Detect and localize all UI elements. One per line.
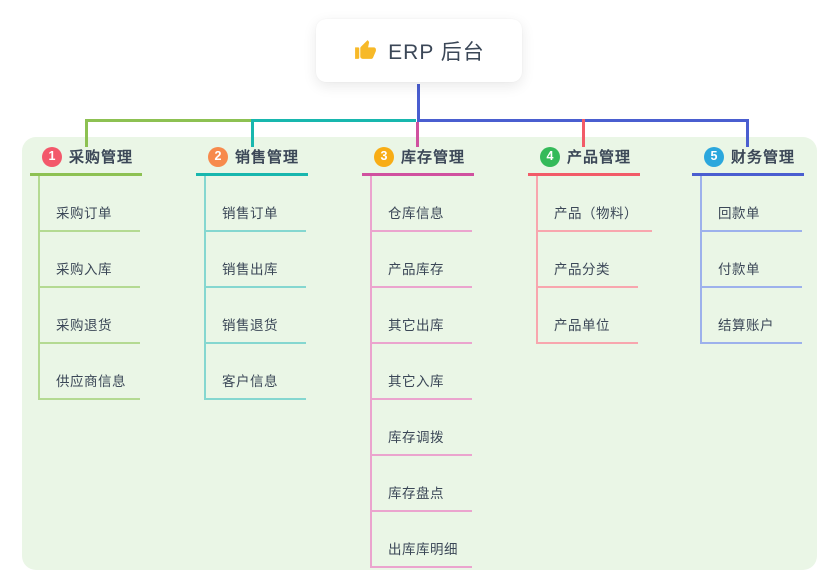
branch-label: 库存管理 xyxy=(401,149,466,166)
child-node[interactable]: 采购订单 xyxy=(40,176,140,232)
branch-number-badge: 1 xyxy=(42,146,62,167)
branch-3: 3 库存管理仓库信息产品库存其它出库其它入库库存调拨库存盘点出库库明细 xyxy=(362,146,474,568)
child-node[interactable]: 其它出库 xyxy=(372,288,472,344)
child-node[interactable]: 产品分类 xyxy=(538,232,638,288)
branch-node-4[interactable]: 4 产品管理 xyxy=(528,146,640,176)
bus-segment xyxy=(85,119,251,122)
child-node[interactable]: 付款单 xyxy=(702,232,802,288)
branch-number-badge: 2 xyxy=(208,146,228,167)
branch-drop-line xyxy=(582,119,585,147)
child-node[interactable]: 产品（物料） xyxy=(538,176,652,232)
branch-label: 产品管理 xyxy=(567,149,632,166)
child-node[interactable]: 采购退货 xyxy=(40,288,140,344)
root-node-label: ERP 后台 xyxy=(388,40,485,64)
child-node[interactable]: 回款单 xyxy=(702,176,802,232)
child-node[interactable]: 仓库信息 xyxy=(372,176,472,232)
branch-number-badge: 3 xyxy=(374,146,394,167)
branch-node-3[interactable]: 3 库存管理 xyxy=(362,146,474,176)
child-node[interactable]: 销售退货 xyxy=(206,288,306,344)
branch-label: 财务管理 xyxy=(731,149,796,166)
child-node[interactable]: 库存盘点 xyxy=(372,456,472,512)
branch-children: 采购订单采购入库采购退货供应商信息 xyxy=(38,176,142,400)
branch-node-2[interactable]: 2 销售管理 xyxy=(196,146,308,176)
child-node[interactable]: 库存调拨 xyxy=(372,400,472,456)
child-node[interactable]: 销售出库 xyxy=(206,232,306,288)
branch-drop-line xyxy=(416,122,419,147)
branch-children: 产品（物料）产品分类产品单位 xyxy=(536,176,652,344)
child-node[interactable]: 客户信息 xyxy=(206,344,306,400)
child-node[interactable]: 产品单位 xyxy=(538,288,638,344)
child-node[interactable]: 其它入库 xyxy=(372,344,472,400)
child-node[interactable]: 供应商信息 xyxy=(40,344,140,400)
branch-label: 销售管理 xyxy=(235,149,300,166)
child-node[interactable]: 采购入库 xyxy=(40,232,140,288)
branch-5: 5 财务管理回款单付款单结算账户 xyxy=(692,146,804,344)
branch-1: 1 采购管理采购订单采购入库采购退货供应商信息 xyxy=(30,146,142,400)
child-node[interactable]: 结算账户 xyxy=(702,288,802,344)
branch-drop-line xyxy=(746,119,749,147)
branch-number-badge: 5 xyxy=(704,146,724,167)
branch-drop-line xyxy=(85,119,88,147)
branch-label: 采购管理 xyxy=(69,149,134,166)
branch-number-badge: 4 xyxy=(540,146,560,167)
root-stem xyxy=(417,84,420,122)
branch-4: 4 产品管理产品（物料）产品分类产品单位 xyxy=(528,146,652,344)
child-node[interactable]: 出库库明细 xyxy=(372,512,472,568)
branch-node-1[interactable]: 1 采购管理 xyxy=(30,146,142,176)
branch-children: 回款单付款单结算账户 xyxy=(700,176,804,344)
branch-node-5[interactable]: 5 财务管理 xyxy=(692,146,804,176)
child-node[interactable]: 销售订单 xyxy=(206,176,306,232)
branches-panel xyxy=(22,137,817,570)
thumbs-up-icon xyxy=(353,38,378,63)
root-node[interactable]: ERP 后台 xyxy=(316,19,522,82)
child-node[interactable]: 产品库存 xyxy=(372,232,472,288)
branch-2: 2 销售管理销售订单销售出库销售退货客户信息 xyxy=(196,146,308,400)
bus-segment xyxy=(251,119,416,122)
branch-children: 仓库信息产品库存其它出库其它入库库存调拨库存盘点出库库明细 xyxy=(370,176,474,568)
branch-drop-line xyxy=(251,119,254,147)
branch-children: 销售订单销售出库销售退货客户信息 xyxy=(204,176,308,400)
